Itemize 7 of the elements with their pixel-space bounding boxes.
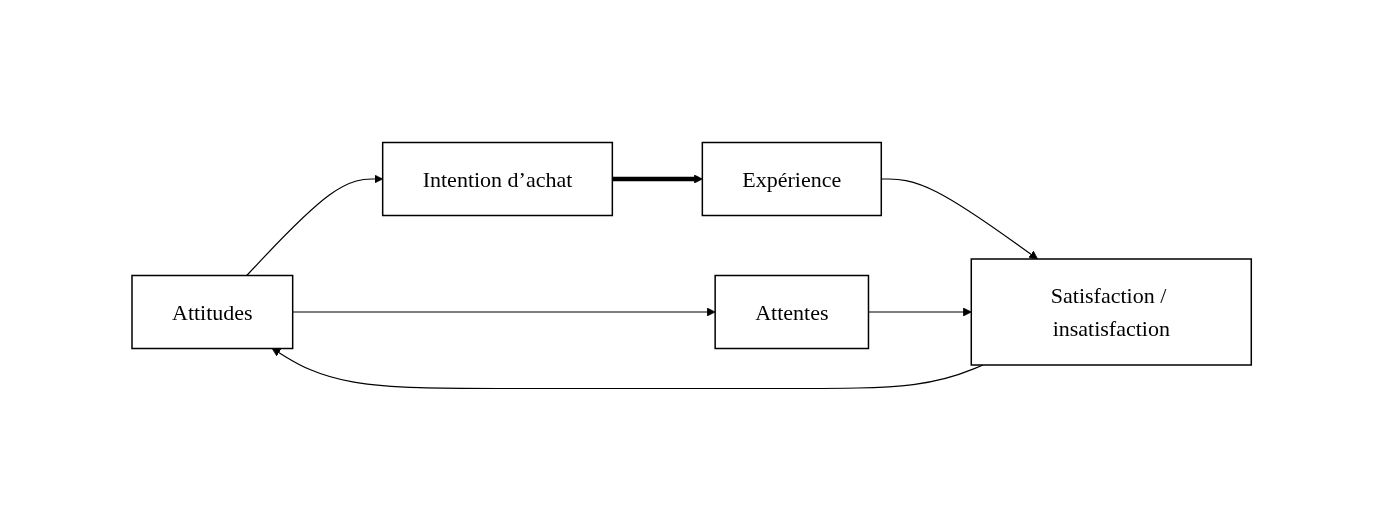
arrow xyxy=(246,174,384,277)
node-box: Intention d’achat xyxy=(382,141,614,217)
node-box: Satisfaction / insatisfaction xyxy=(970,258,1253,366)
node-box: Expérience xyxy=(701,141,883,217)
node-box: Attentes xyxy=(714,274,870,350)
arrow xyxy=(881,178,1039,260)
node-box: Attitudes xyxy=(131,274,294,350)
